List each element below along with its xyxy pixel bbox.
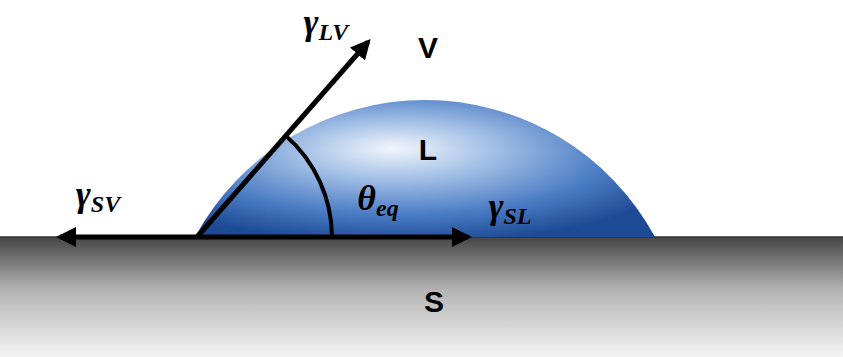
tension-label: γSV — [76, 176, 120, 216]
liquid-droplet — [195, 100, 655, 237]
phase-label: S — [424, 287, 444, 317]
tension-arrow — [60, 235, 197, 240]
phase-label: V — [418, 33, 438, 63]
angle-label: θeq — [357, 180, 398, 220]
angle-arc — [286, 136, 332, 237]
tension-label: γSL — [489, 188, 532, 228]
substrate-surface — [0, 236, 843, 238]
tension-arrow — [197, 42, 368, 237]
tension-arrow — [197, 235, 468, 240]
solid-substrate — [0, 237, 843, 357]
tension-label: γLV — [304, 4, 349, 44]
phase-label: L — [419, 135, 437, 165]
